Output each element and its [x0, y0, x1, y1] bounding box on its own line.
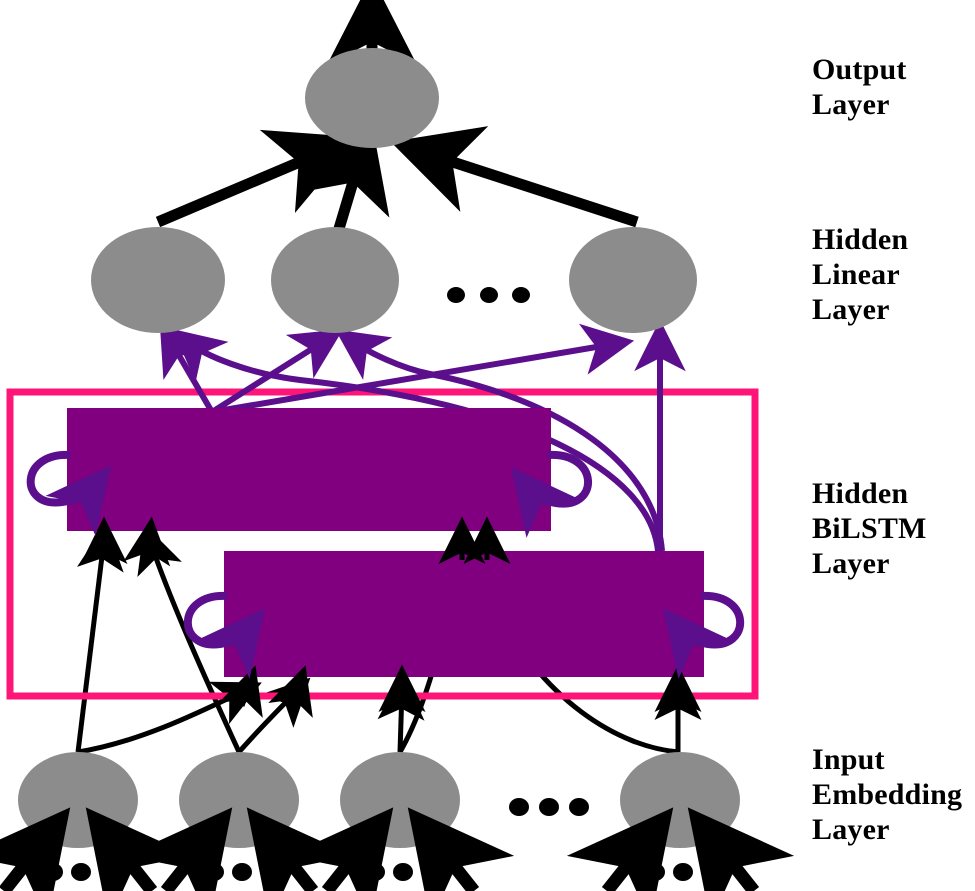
ellipsis-dot: [43, 863, 63, 881]
ellipsis-input-layer: [509, 798, 589, 816]
ellipsis-dot: [673, 863, 693, 881]
hidden-linear-node-1: [91, 227, 225, 333]
arrow-into-input4-left: [566, 807, 674, 891]
recurrent-self-loops: [26, 450, 745, 679]
ellipsis-under-input-1: [43, 863, 119, 881]
ellipsis-linear-layer: [447, 287, 530, 303]
ellipsis-dot: [569, 798, 589, 816]
arrow-into-input3-left: [286, 807, 394, 891]
ellipsis-dot: [539, 798, 559, 816]
purple-arrow-forward-to-linear2: [335, 329, 665, 552]
input-embedding-layer-label: Input Embedding Layer: [812, 743, 963, 847]
tip-forward-1: [218, 665, 263, 718]
input-node-1: [18, 752, 138, 848]
arrow-into-input1-right: [85, 807, 193, 891]
backward-lstm-block: [67, 408, 551, 531]
tip-forward-2: [268, 665, 313, 718]
arrow-linear3-to-output: [390, 126, 639, 228]
arrow-into-input3-right: [407, 807, 515, 891]
hidden-bilstm-layer-label: Hidden BiLSTM Layer: [812, 477, 927, 581]
hidden-linear-node-3: [569, 227, 697, 333]
input-node-2: [179, 752, 299, 848]
arrow-linear2-to-output: [302, 120, 390, 234]
recurrent-loop-backward-right: [510, 450, 593, 538]
purple-arrow-backward-to-linear3: [211, 323, 635, 415]
recurrent-loop-forward-right: [662, 591, 745, 679]
output-node: [305, 48, 439, 148]
ellipsis-dot: [204, 863, 224, 881]
block-entry-arrowheads: [80, 516, 702, 718]
ellipsis-dot: [393, 863, 413, 881]
ellipsis-dot: [232, 863, 252, 881]
purple-arrow-forward-to-linear1: [172, 329, 661, 552]
ellipsis-dot: [512, 287, 530, 303]
ellipsis-dot: [99, 863, 119, 881]
recurrent-loop-forward-left: [183, 591, 266, 679]
output-layer-label: Output Layer: [812, 53, 907, 122]
ellipsis-dot: [480, 287, 498, 303]
arrow-linear1-to-output: [155, 129, 359, 228]
input-bottom-arrows: [0, 807, 795, 891]
arrow-into-input2-right: [246, 807, 354, 891]
ellipsis-dot: [447, 287, 465, 303]
bilstm-to-linear-arrows: [159, 319, 686, 552]
forward-lstm-block: [224, 551, 704, 677]
arrow-into-input1-left: [0, 807, 71, 891]
tip-backward-2: [123, 516, 171, 567]
ellipsis-dot: [71, 863, 91, 881]
arrow-into-input4-right: [687, 807, 795, 891]
recurrent-loop-backward-left: [26, 450, 111, 536]
ellipsis-dot: [260, 863, 280, 881]
linear-to-output-arrows: [155, 120, 639, 234]
hidden-linear-nodes: [91, 227, 697, 333]
ellipsis-dot: [645, 863, 665, 881]
ellipsis-dot: [509, 798, 529, 816]
ellipsis-dot: [421, 863, 441, 881]
ellipsis-dot: [701, 863, 721, 881]
arrow-into-input2-left: [125, 807, 233, 891]
ellipsis-under-input-2: [204, 863, 280, 881]
hidden-linear-layer-label: Hidden Linear Layer: [812, 223, 909, 327]
ellipsis-dot: [365, 863, 385, 881]
hidden-linear-node-2: [271, 227, 399, 333]
arrow-input1-to-backward-block: [75, 522, 124, 753]
input-node-4: [620, 752, 740, 848]
ellipsis-under-input-4: [645, 863, 721, 881]
input-node-3: [340, 752, 460, 848]
input-embedding-nodes: [18, 752, 740, 848]
ellipsis-under-input-3: [365, 863, 441, 881]
